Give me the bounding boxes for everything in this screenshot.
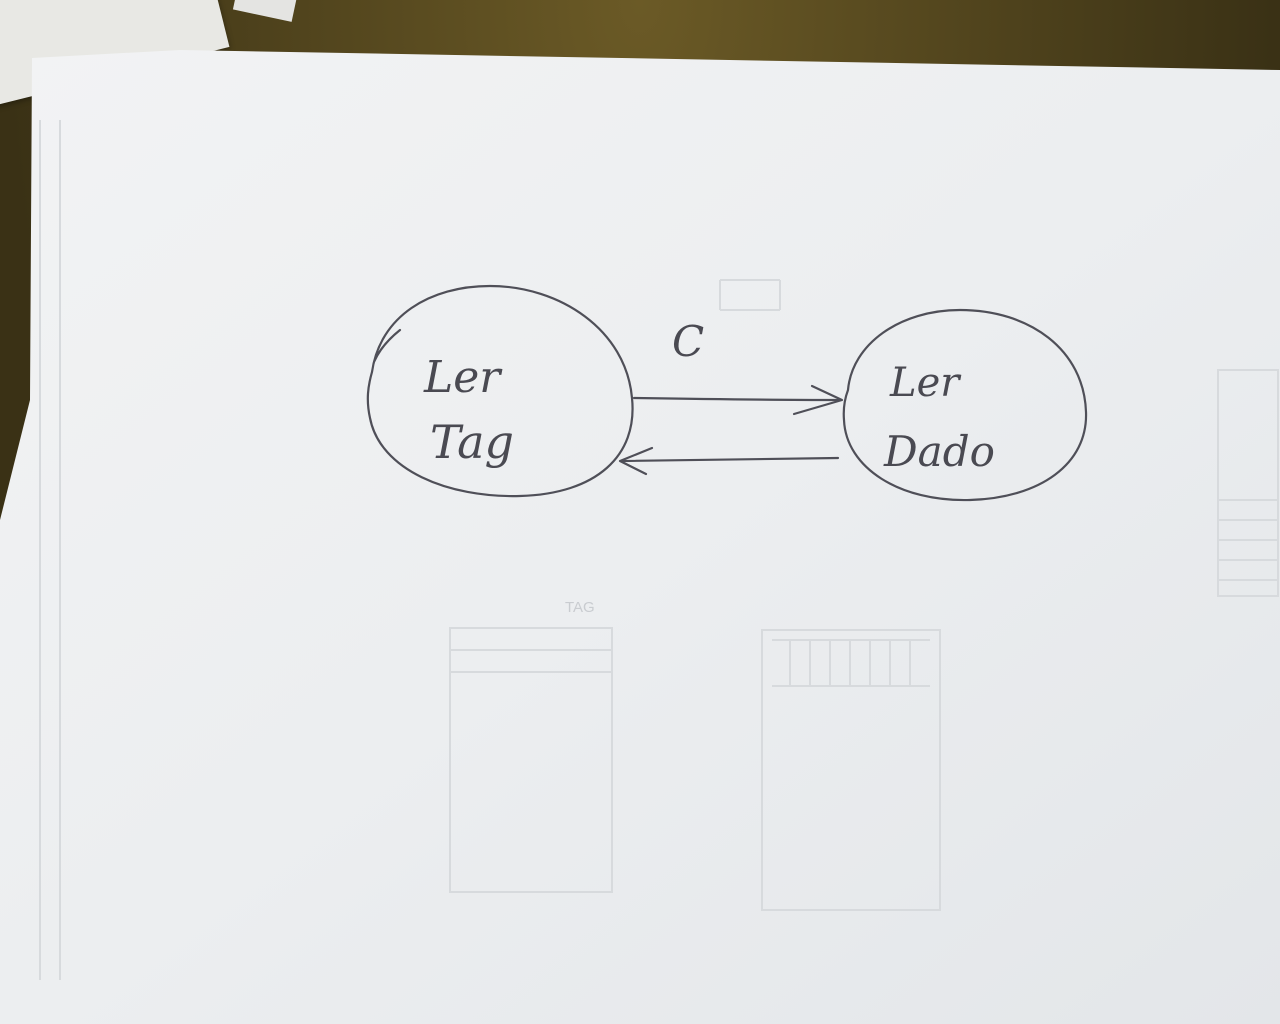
node-ler-tag-line1: Ler bbox=[423, 352, 503, 403]
node-ler-tag-circle bbox=[366, 284, 634, 498]
ghost-tag-heading: TAG bbox=[565, 599, 595, 616]
edge-dado-to-tag-arrowhead bbox=[618, 446, 654, 476]
edge-tag-to-dado: C bbox=[632, 317, 844, 416]
edge-dado-to-tag bbox=[618, 446, 840, 476]
edge-tag-to-dado-arrowhead bbox=[792, 384, 844, 416]
show-through-print bbox=[39, 120, 1279, 980]
ghost-tag-table bbox=[449, 627, 613, 893]
node-ler-tag: Ler Tag bbox=[366, 284, 634, 498]
node-ler-dado-line1: Ler bbox=[889, 360, 962, 406]
ghost-side-table bbox=[1217, 369, 1279, 597]
node-ler-tag-line2: Tag bbox=[430, 415, 514, 469]
edge-tag-to-dado-label: C bbox=[672, 317, 704, 366]
node-ler-dado-line2: Dado bbox=[883, 427, 995, 476]
node-ler-dado-circle bbox=[842, 308, 1088, 502]
edge-dado-to-tag-line bbox=[620, 456, 840, 463]
paper-sheet bbox=[0, 50, 1280, 1024]
node-ler-dado: Ler Dado bbox=[842, 308, 1088, 502]
edge-tag-to-dado-line bbox=[632, 396, 840, 402]
ghost-data-table bbox=[761, 629, 941, 911]
